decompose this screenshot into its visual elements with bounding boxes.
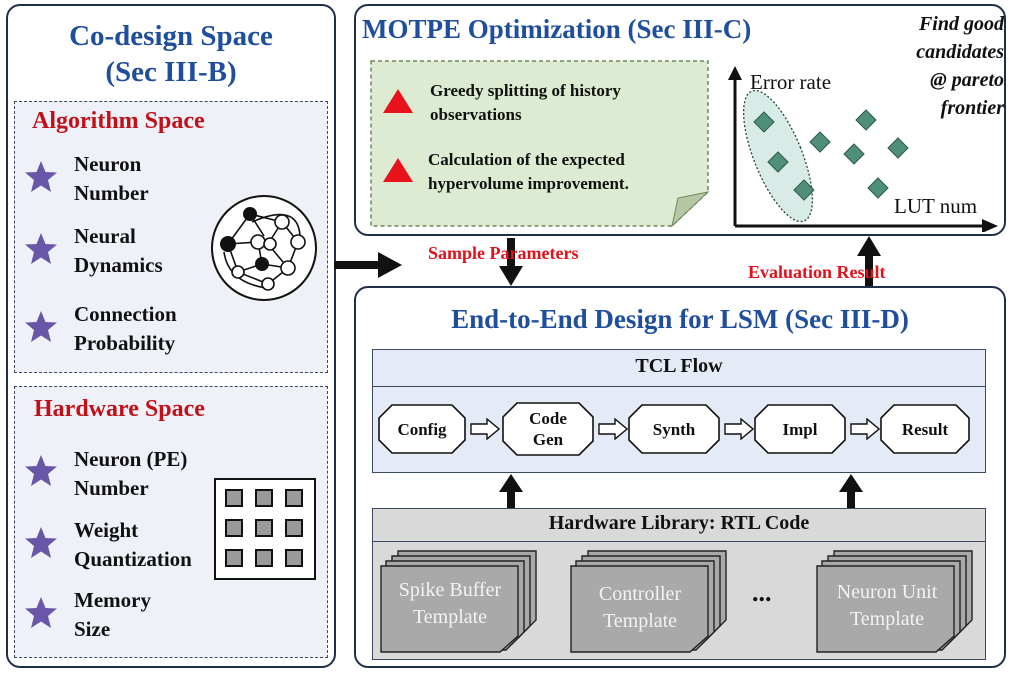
note-item-greedy-splitting: Greedy splitting of history observations — [430, 81, 621, 124]
e2e-title: End-to-End Design for LSM (Sec III-D) — [451, 304, 909, 334]
template-ellipsis: ... — [752, 578, 772, 607]
right-arrow-icon — [334, 252, 402, 278]
hardware-item-memory-size: Memory Size — [74, 588, 151, 641]
up-arrow-icon — [857, 236, 881, 286]
template-stack-icon — [816, 550, 973, 653]
x-axis-label: LUT num — [894, 194, 978, 218]
step-result: Result — [880, 404, 970, 454]
star-icon — [25, 527, 57, 558]
evaluation-result-label: Evaluation Result — [748, 262, 886, 282]
codesign-title-line1: Co-design Space — [69, 20, 273, 52]
flow-arrow-icon — [598, 418, 628, 440]
flow-arrow-icon — [470, 418, 500, 440]
hardware-item-weight-quantization: Weight Quantization — [74, 518, 192, 571]
y-axis-label: Error rate — [750, 70, 832, 94]
note-item-hypervolume: Calculation of the expected hypervolume … — [428, 150, 629, 193]
template-spike-buffer: Spike Buffer Template — [398, 579, 502, 628]
star-icon — [25, 161, 57, 192]
down-arrow-icon — [499, 238, 523, 286]
star-icon — [25, 311, 57, 342]
star-icon — [25, 455, 57, 486]
motpe-title: MOTPE Optimization (Sec III-C) — [362, 14, 752, 44]
flow-arrow-icon — [724, 418, 754, 440]
triangle-icon — [383, 158, 413, 182]
codesign-title: Co-design Space (Sec III-B) — [6, 18, 336, 90]
template-neuron-unit: Neuron Unit Template — [836, 581, 938, 630]
algorithm-item-connection-probability: Connection Probability — [74, 302, 177, 355]
star-icon — [25, 597, 57, 628]
algorithm-item-neural-dynamics: Neural Dynamics — [74, 224, 163, 277]
algorithm-space-title: Algorithm Space — [32, 108, 205, 134]
star-icon — [25, 233, 57, 264]
hardware-library-header — [372, 508, 986, 542]
find-candidates-text: Find good candidates @ pareto frontier — [916, 13, 1004, 119]
hardware-space-title: Hardware Space — [34, 396, 205, 422]
up-arrow-icon — [839, 474, 863, 512]
codesign-title-line2: (Sec III-B) — [105, 56, 237, 88]
step-synth: Synth — [628, 404, 720, 454]
triangle-icon — [383, 89, 413, 113]
pe-array-icon — [214, 478, 316, 580]
flow-arrow-icon — [850, 418, 880, 440]
pareto-plot — [728, 66, 998, 232]
template-stack-icon — [570, 550, 727, 653]
note-box — [370, 60, 710, 228]
step-impl: Impl — [754, 404, 846, 454]
tcl-flow-title: TCL Flow — [635, 355, 723, 377]
hardware-library-title: Hardware Library: RTL Code — [548, 512, 810, 534]
step-config: Config — [378, 404, 466, 454]
hardware-item-neuron-pe-number: Neuron (PE) Number — [74, 447, 188, 500]
template-stack-icon — [380, 550, 537, 653]
template-controller: Controller Template — [598, 583, 682, 632]
tcl-flow-header — [372, 349, 986, 387]
neural-network-icon — [211, 195, 317, 301]
up-arrow-icon — [499, 474, 523, 512]
sample-parameters-label: Sample Parameters — [428, 243, 579, 263]
algorithm-item-neuron-number: Neuron Number — [74, 152, 149, 205]
